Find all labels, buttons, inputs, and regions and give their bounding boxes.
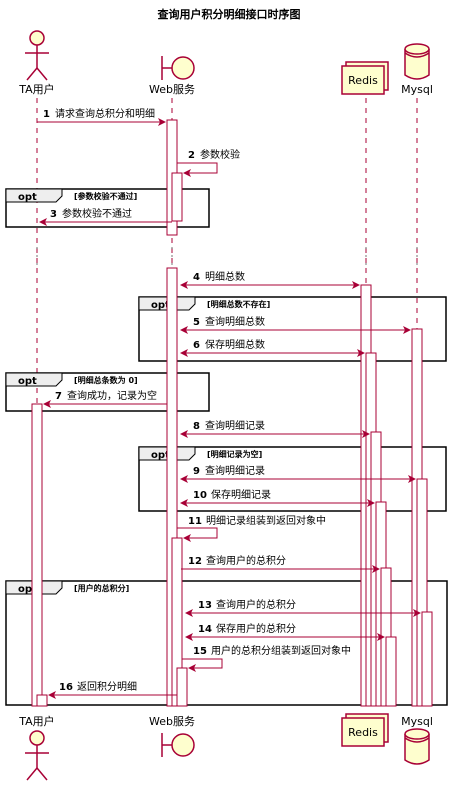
message-15: 15 用户的总积分组装到返回对象中: [182, 644, 351, 672]
message-12-number: 12: [188, 556, 202, 567]
participant-ta-top: TA用户: [18, 30, 55, 96]
activation-ta-1: [31, 403, 43, 707]
opt-frame-1: opt [参数校验不通过]: [5, 188, 210, 228]
collections-icon: [341, 713, 389, 747]
opt-frame-5: opt [用户的总积分]: [5, 580, 448, 706]
opt-frame-2-condition: [明细总数不存在]: [207, 299, 270, 309]
message-12: 12 查询用户的总积分: [181, 554, 380, 573]
opt-frame-4-condition: [明细记录为空]: [207, 449, 262, 459]
boundary-icon: [161, 733, 195, 757]
message-16: 16 返回积分明细: [48, 680, 177, 699]
message-3: 3 参数校验不通过: [39, 207, 172, 226]
message-15-label: 用户的总积分组装到返回对象中: [211, 644, 351, 657]
opt-frame-4: opt [明细记录为空]: [138, 446, 447, 512]
participant-redis-label-bottom: Redis: [348, 726, 378, 739]
message-2-label: 参数校验: [200, 148, 240, 161]
message-7-number: 7: [55, 391, 62, 402]
message-14-number: 14: [198, 624, 212, 635]
message-1: 1 请求查询总积分和明细: [37, 107, 166, 126]
activation-mysql-3: [421, 611, 433, 707]
opt-frame-4-keyword: opt: [151, 450, 170, 461]
participant-web-label: Web服务: [149, 83, 195, 96]
message-12-label: 查询用户的总积分: [206, 554, 286, 567]
message-8-label: 查询明细记录: [205, 419, 265, 432]
opt-frame-2: opt [明细总数不存在]: [138, 296, 447, 362]
message-9: 9 查询明细记录: [180, 464, 416, 483]
message-14-label: 保存用户的总积分: [216, 622, 296, 635]
message-3-label: 参数校验不通过: [62, 207, 132, 220]
participant-ta-bottom: TA用户: [18, 714, 55, 781]
activation-web-5: [176, 667, 188, 707]
diagram-title: 查询用户积分明细接口时序图: [158, 7, 301, 21]
participant-mysql-top: Mysql: [401, 43, 433, 96]
participant-web-top: Web服务: [149, 56, 195, 96]
database-icon: [404, 43, 430, 80]
message-10: 10 保存明细记录: [180, 488, 375, 507]
opt-frame-1-condition: [参数校验不通过]: [74, 191, 137, 201]
message-11: 11 明细记录组装到返回对象中: [177, 514, 326, 542]
message-8-number: 8: [193, 421, 200, 432]
activation-redis-6: [385, 636, 397, 707]
message-5-number: 5: [193, 317, 200, 328]
participant-web-label-bottom: Web服务: [149, 715, 195, 728]
opt-frame-1-keyword: opt: [18, 192, 37, 203]
message-9-label: 查询明细记录: [205, 464, 265, 477]
message-11-label: 明细记录组装到返回对象中: [206, 514, 326, 527]
message-14: 14 保存用户的总积分: [185, 622, 385, 641]
message-4-label: 明细总数: [205, 270, 245, 283]
message-3-number: 3: [50, 209, 57, 220]
database-icon: [404, 728, 430, 765]
participant-ta-label: TA用户: [18, 82, 54, 96]
opt-frame-5-keyword: opt: [18, 584, 37, 595]
activations: [31, 119, 433, 707]
participant-mysql-bottom: Mysql: [401, 715, 433, 765]
message-4-number: 4: [193, 272, 200, 283]
message-6-number: 6: [193, 340, 200, 351]
message-7: 7 查询成功，记录为空: [43, 389, 167, 408]
message-8: 8 查询明细记录: [180, 419, 370, 438]
message-16-label: 返回积分明细: [77, 680, 137, 693]
message-5: 5 查询明细总数: [180, 315, 411, 334]
opt-frame-3: opt [明细总条数为 0]: [5, 372, 210, 412]
message-10-number: 10: [193, 490, 207, 501]
collections-icon: [341, 61, 389, 95]
participant-redis-top: Redis: [341, 61, 389, 95]
participant-redis-bottom: Redis: [341, 713, 389, 747]
message-7-label: 查询成功，记录为空: [67, 389, 157, 402]
participant-mysql-label: Mysql: [401, 83, 433, 96]
activation-ta-2: [36, 694, 48, 707]
message-6: 6 保存明细总数: [180, 338, 365, 357]
message-2-number: 2: [188, 150, 195, 161]
participant-redis-label: Redis: [348, 74, 378, 87]
actor-icon: [25, 730, 49, 781]
opt-frame-5-condition: [用户的总积分]: [74, 583, 129, 593]
actor-icon: [25, 30, 49, 81]
message-13-label: 查询用户的总积分: [216, 598, 296, 611]
message-11-number: 11: [188, 516, 202, 527]
boundary-icon: [161, 56, 195, 80]
message-6-label: 保存明细总数: [205, 338, 265, 351]
message-16-number: 16: [59, 682, 73, 693]
opt-frame-2-keyword: opt: [151, 300, 170, 311]
lifeline-break: [36, 247, 418, 265]
message-15-number: 15: [193, 646, 207, 657]
message-2: 2 参数校验: [177, 148, 240, 177]
opt-frame-3-keyword: opt: [18, 376, 37, 387]
activation-web-2: [171, 172, 183, 222]
message-13-number: 13: [198, 600, 212, 611]
message-4: 4 明细总数: [180, 270, 360, 289]
opt-frame-3-condition: [明细总条数为 0]: [74, 375, 138, 385]
message-10-label: 保存明细记录: [211, 488, 271, 501]
message-1-label: 请求查询总积分和明细: [55, 107, 155, 120]
participant-mysql-label-bottom: Mysql: [401, 715, 433, 728]
participant-web-bottom: Web服务: [149, 715, 195, 757]
participant-ta-label-bottom: TA用户: [18, 714, 54, 728]
message-9-number: 9: [193, 466, 200, 477]
message-13: 13 查询用户的总积分: [185, 598, 421, 617]
message-5-label: 查询明细总数: [205, 315, 265, 328]
message-1-number: 1: [43, 109, 50, 120]
